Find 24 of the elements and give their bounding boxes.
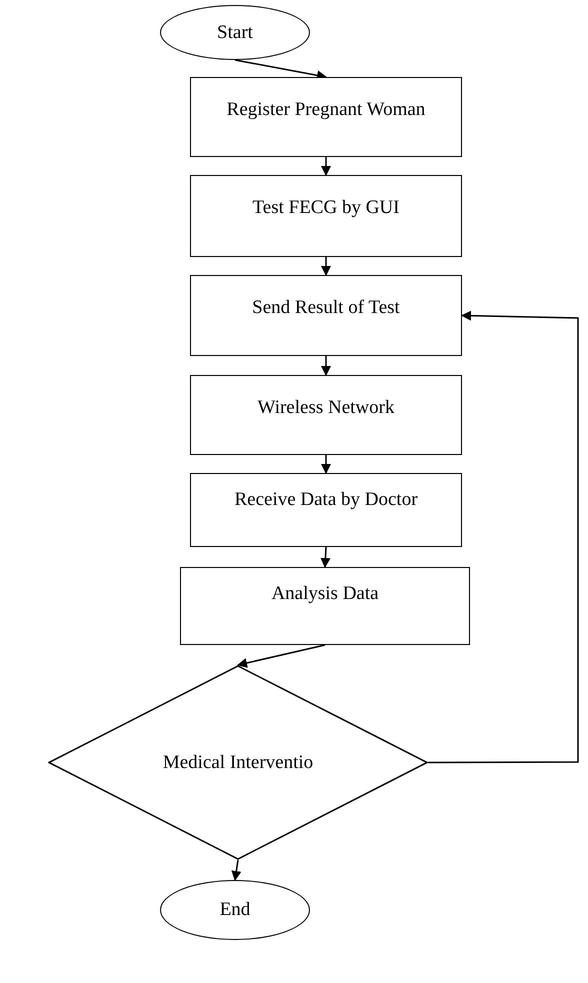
arrow: [428, 310, 579, 764]
arrow: [321, 157, 331, 176]
arrow: [237, 644, 326, 668]
arrow: [231, 860, 242, 881]
arrow: [321, 455, 331, 474]
node-label: End: [220, 898, 250, 922]
process-box: [190, 77, 462, 157]
process-box: [190, 275, 462, 356]
arrow: [320, 546, 330, 568]
process-box: [190, 175, 462, 257]
process-box: [190, 473, 462, 547]
arrow: [321, 356, 331, 376]
process-box: [180, 567, 470, 645]
node-label: Analysis Data: [271, 582, 379, 606]
node-label: Test FECG by GUI: [252, 196, 400, 220]
process-box: [190, 375, 462, 455]
node-label: Medical Interventio: [162, 750, 314, 775]
node-label: Start: [217, 20, 253, 45]
node-label: Wireless Network: [258, 396, 394, 420]
decision-diamond: [48, 665, 428, 860]
arrow: [321, 257, 331, 276]
node-label: Receive Data by Doctor: [234, 488, 418, 512]
node-label: Register Pregnant Woman: [226, 98, 426, 122]
node-label: Send Result of Test: [252, 296, 400, 320]
